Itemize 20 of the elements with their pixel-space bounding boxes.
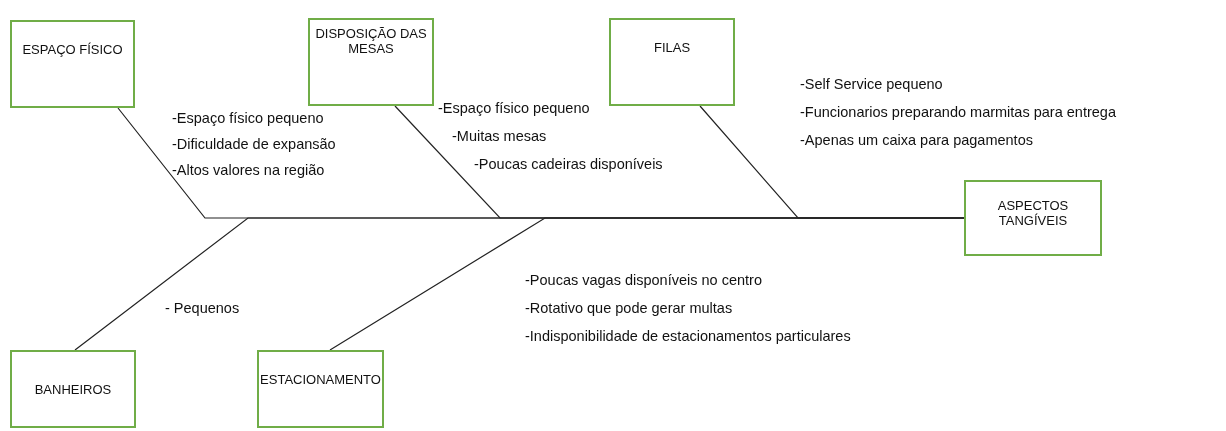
cause-note: -Muitas mesas [452,128,547,144]
cause-note: -Indisponibilidade de estacionamentos particulares [525,328,851,344]
cause-note: -Espaço físico pequeno [438,100,590,116]
cause-note: -Altos valores na região [172,162,325,178]
cause-note: -Poucas cadeiras disponíveis [474,156,663,172]
cause-note: -Apenas um caixa para pagamentos [800,132,1033,148]
cause-note: - Pequenos [165,300,240,316]
effect-box: ASPECTOS TANGÍVEIS [964,180,1102,256]
cause-note: -Funcionarios preparando marmitas para entrega [800,104,1116,120]
connector-line [329,217,965,351]
cause-note: -Dificuldade de expansão [172,136,336,152]
cause-box: DISPOSIÇÃO DAS MESAS [308,18,434,106]
cause-note: -Espaço físico pequeno [172,110,324,126]
cause-box: FILAS [609,18,735,106]
cause-box: ESPAÇO FÍSICO [10,20,135,108]
cause-note: -Rotativo que pode gerar multas [525,300,733,316]
cause-box: BANHEIROS [10,350,136,428]
cause-box: ESTACIONAMENTO [257,350,384,428]
cause-note: -Poucas vagas disponíveis no centro [525,272,762,288]
cause-note: -Self Service pequeno [800,76,943,92]
